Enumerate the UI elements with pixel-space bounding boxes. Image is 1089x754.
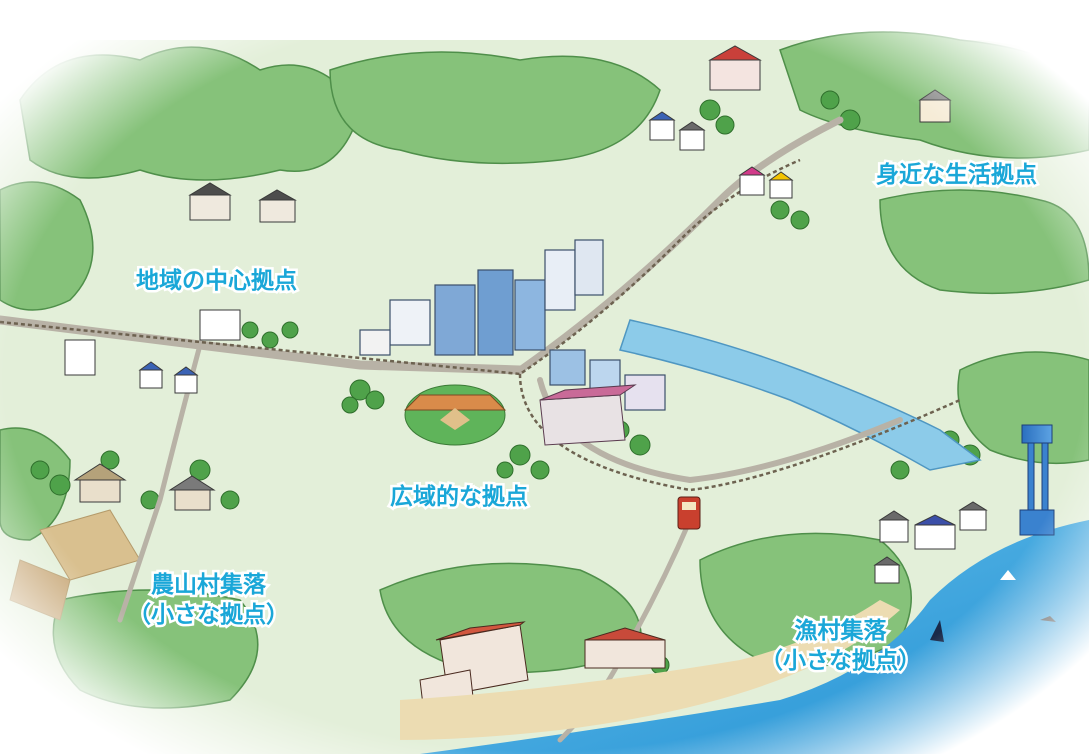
label-fishing-village: 漁村集落 （小さな拠点） <box>758 616 924 677</box>
fishing-village-title: 漁村集落 <box>792 616 889 647</box>
farming-village-title: 農山村集落 <box>149 570 269 601</box>
label-neighborhood-hub: 身近な生活拠点 <box>874 160 1040 191</box>
fishing-village-subtitle: （小さな拠点） <box>758 646 924 677</box>
label-wide-area-hub: 広域的な拠点 <box>388 482 531 513</box>
label-farming-village: 農山村集落 （小さな拠点） <box>126 570 292 631</box>
label-regional-center: 地域の中心拠点 <box>134 266 300 297</box>
farming-village-subtitle: （小さな拠点） <box>126 600 292 631</box>
